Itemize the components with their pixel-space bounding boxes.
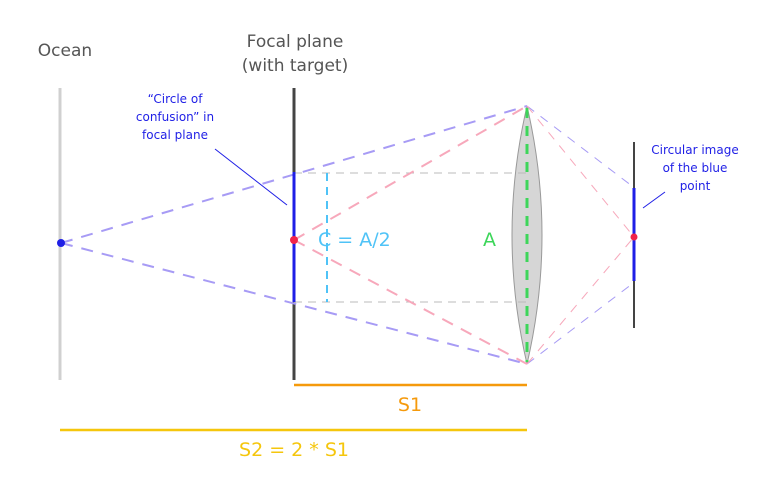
s1-label: S1: [397, 394, 423, 416]
img-line2: of the blue: [662, 161, 728, 175]
ray-target-top: [293, 105, 528, 241]
ocean-point: [57, 239, 65, 247]
ray-ocean-bottom: [60, 242, 528, 365]
focal-plane-label: Focal plane (with target): [220, 30, 370, 78]
image-annotation: Circular image of the blue point: [645, 141, 745, 195]
coc-annotation: “Circle of confusion” in focal plane: [120, 90, 230, 144]
ray-img-blue-bottom: [526, 283, 633, 365]
target-point: [290, 236, 298, 244]
ray-target-bottom: [293, 239, 528, 365]
ray-img-pink-bottom: [526, 236, 635, 365]
image-pointer: [642, 191, 666, 209]
focal-plane-label-line1: Focal plane: [246, 32, 344, 52]
coc-line1: “Circle of: [147, 92, 203, 106]
coc-line2: confusion” in: [135, 110, 215, 124]
focal-plane-label-line2: (with target): [241, 56, 349, 76]
ocean-label: Ocean: [37, 41, 93, 61]
a-label: A: [483, 229, 496, 251]
coc-pointer: [214, 148, 288, 206]
coc-line3: focal plane: [142, 128, 208, 142]
ray-img-blue-top: [526, 105, 633, 187]
c-equals-label: C = A/2: [318, 229, 391, 251]
img-line1: Circular image: [651, 143, 739, 157]
ray-img-pink-top: [526, 105, 635, 238]
img-line3: point: [679, 179, 711, 193]
s2-label: S2 = 2 * S1: [239, 439, 349, 461]
image-point: [630, 233, 638, 241]
